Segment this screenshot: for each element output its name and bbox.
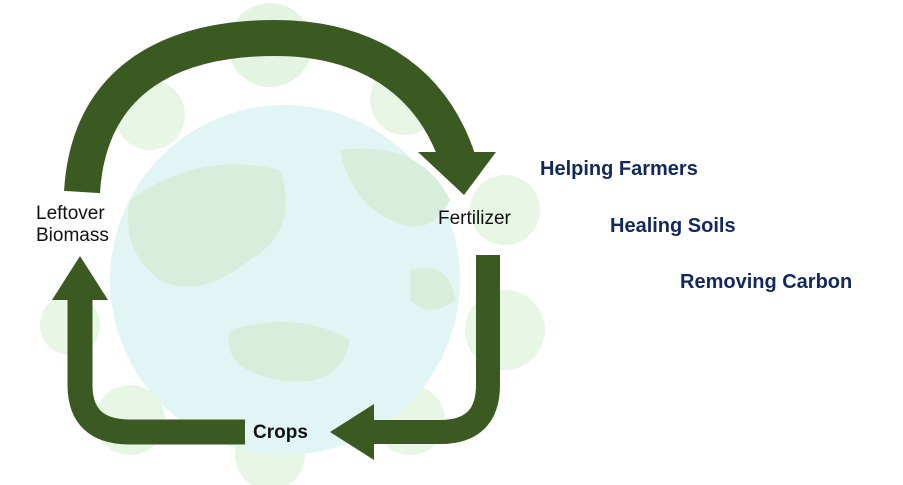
- arrowhead-biomass: [52, 256, 108, 300]
- benefit-removing-carbon: Removing Carbon: [680, 271, 853, 293]
- label-line: Biomass: [36, 225, 109, 246]
- label-leftover-biomass: Leftover Biomass: [36, 203, 109, 247]
- arrowhead-fertilizer: [418, 152, 496, 195]
- arrowhead-crops: [330, 404, 374, 460]
- label-crops: Crops: [253, 422, 308, 443]
- globe-continents: [128, 148, 455, 382]
- arrow-crops-to-biomass: [67, 298, 245, 445]
- arrow-fertilizer-to-crops: [370, 255, 500, 444]
- benefit-helping-farmers: Helping Farmers: [540, 158, 698, 180]
- label-line: Leftover: [36, 203, 105, 224]
- label-fertilizer: Fertilizer: [438, 208, 511, 229]
- benefit-healing-soils: Healing Soils: [610, 215, 736, 237]
- cycle-arrows: [52, 19, 500, 460]
- arrow-biomass-to-fertilizer: [64, 19, 476, 194]
